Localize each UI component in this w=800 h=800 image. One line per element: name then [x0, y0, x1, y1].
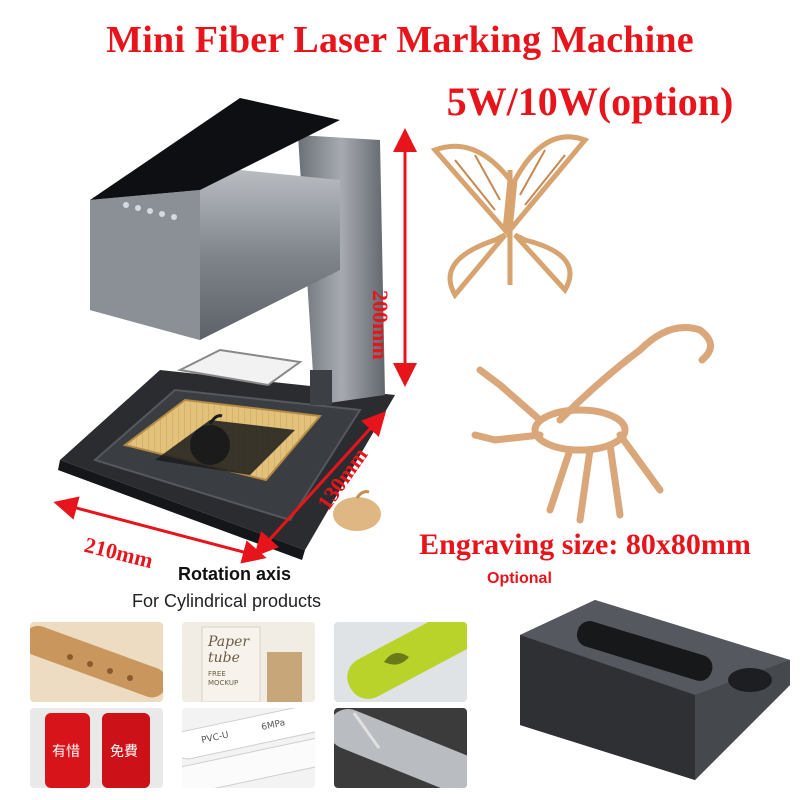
paper-tube-text-2: tube	[208, 650, 240, 666]
height-dimension-label: 200mm	[368, 290, 393, 360]
engraving-size-label: Engraving size: 80x80mm	[419, 528, 751, 561]
rotation-axis-title: Rotation axis	[178, 564, 292, 584]
thumb-green-bottle	[334, 622, 467, 702]
pipe-text-2: 6MPa	[261, 718, 287, 733]
power-option-label: 5W/10W(option)	[446, 79, 734, 124]
page-title: Mini Fiber Laser Marking Machine	[106, 19, 694, 61]
wood-butterfly-image	[430, 134, 590, 300]
paper-tube-text-4: MOCKUP	[208, 679, 238, 687]
wood-scorpion-image	[471, 324, 714, 524]
thumb-metal-tube	[334, 708, 467, 788]
thumb-cola-cans: 有惜 免費	[30, 708, 163, 788]
paper-tube-text-1: Paper	[207, 634, 250, 650]
wood-apple-sample	[333, 490, 381, 531]
rotary-axis-image	[520, 600, 790, 780]
optional-label: Optional	[487, 570, 552, 587]
can-text-2: 免費	[110, 744, 138, 760]
thumb-pvc-pipes: PVC-U 6MPa	[182, 708, 315, 788]
thumb-rolling-pin	[30, 622, 163, 702]
thumb-paper-tube: Paper tube FREE MOCKUP	[182, 622, 315, 702]
rotation-axis-subtitle: For Cylindrical products	[132, 591, 322, 611]
paper-tube-text-3: FREE	[208, 670, 226, 678]
can-text-1: 有惜	[52, 744, 80, 760]
